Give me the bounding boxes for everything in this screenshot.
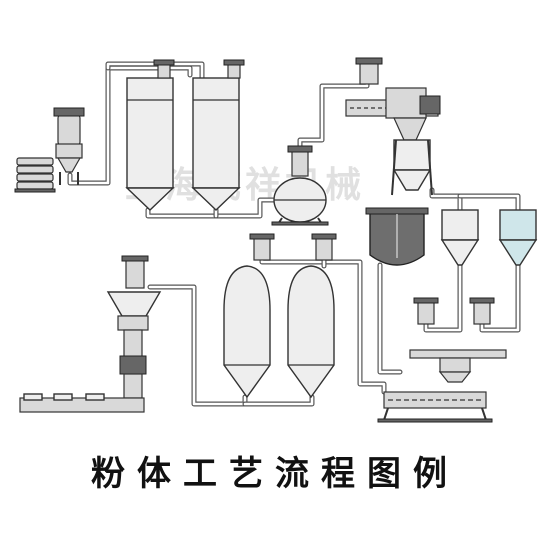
bag-dump-station xyxy=(53,107,85,185)
upper-silo-2 xyxy=(191,59,245,211)
upper-silo-1 xyxy=(125,59,175,211)
mixing-vessel xyxy=(365,207,429,266)
diagram-caption: 粉体工艺流程图例 xyxy=(91,454,459,494)
pipe-network xyxy=(67,61,521,407)
bottom-screw-conveyor xyxy=(377,391,493,423)
pressure-conveyor-tank xyxy=(271,145,329,226)
lower-silo-2 xyxy=(287,233,337,399)
right-hopper-2 xyxy=(498,209,538,266)
vacuum-loader-pair xyxy=(409,297,507,383)
top-screw-sifter xyxy=(345,57,441,196)
bag-stack xyxy=(14,157,56,193)
lower-silo-1 xyxy=(223,233,275,399)
packing-station xyxy=(19,255,162,413)
right-hopper-1 xyxy=(440,209,480,266)
